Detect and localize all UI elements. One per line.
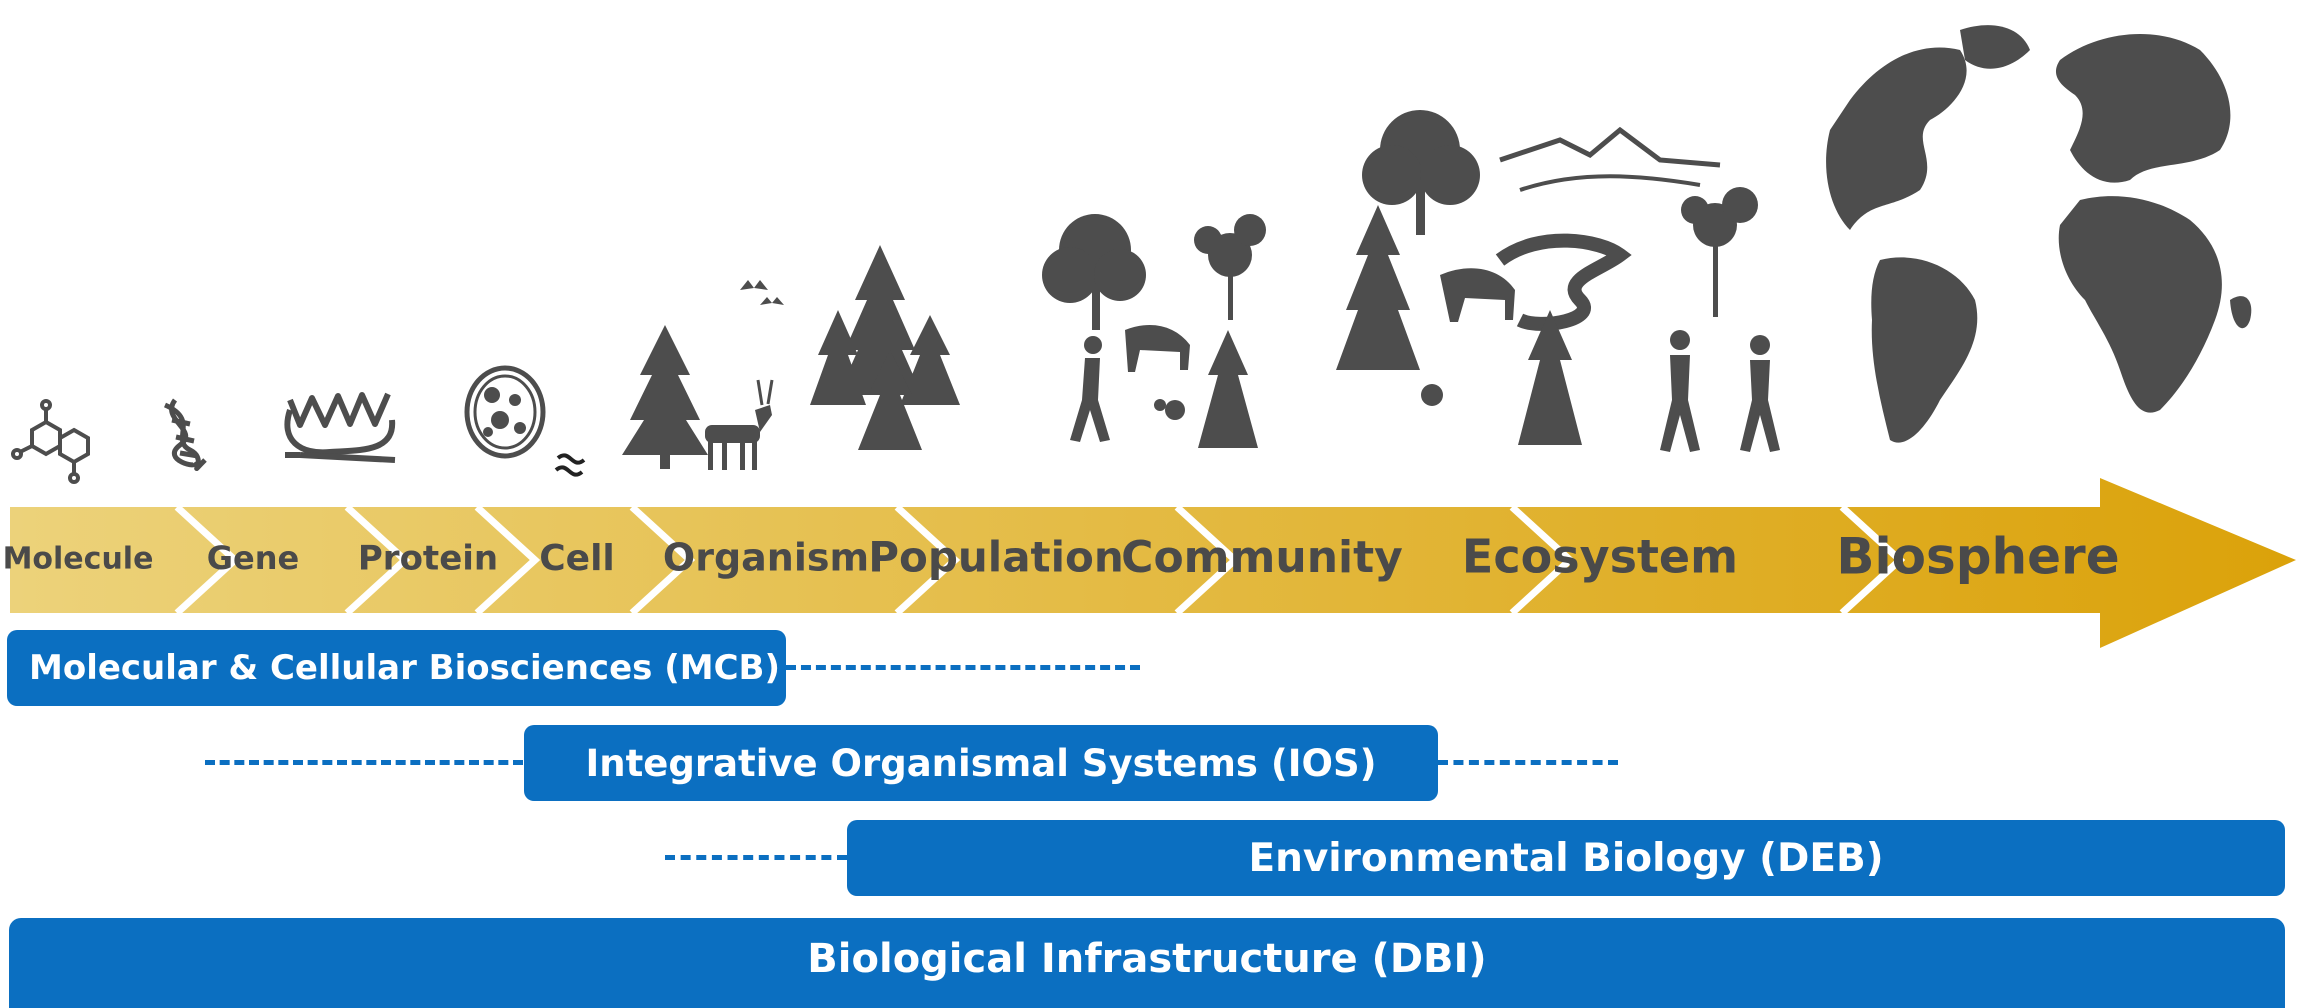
deb-left-dashes	[665, 855, 847, 860]
stage-label-population: Population	[868, 533, 1124, 582]
program-label-dbi: Biological Infrastructure (DBI)	[807, 936, 1487, 982]
chevron-divider	[344, 504, 411, 616]
mcb-extension-dashes	[786, 665, 1140, 670]
protein-icon	[284, 392, 396, 463]
stage-label-gene: Gene	[207, 539, 299, 577]
program-bar-deb: Environmental Biology (DEB)	[847, 820, 2285, 896]
stage-label-ecosystem: Ecosystem	[1462, 530, 1738, 584]
stage-label-molecule: Molecule	[3, 542, 154, 577]
stage-label-biosphere: Biosphere	[1836, 528, 2119, 586]
chevron-divider	[1839, 504, 1906, 616]
chevron-divider	[894, 504, 961, 616]
molecule-icon	[11, 399, 90, 484]
chevron-divider	[1509, 504, 1576, 616]
program-bar-ios: Integrative Organismal Systems (IOS)	[524, 725, 1438, 801]
cell-icon	[464, 365, 586, 477]
ios-right-dashes	[1438, 760, 1618, 765]
ecosystem-icon	[1336, 110, 1780, 452]
dna-icon	[163, 398, 207, 472]
chevron-divider	[174, 504, 241, 616]
stage-label-cell: Cell	[539, 538, 615, 579]
organism-icon	[622, 280, 784, 470]
chevron-divider	[629, 504, 696, 616]
program-bar-dbi: Biological Infrastructure (DBI)	[9, 918, 2285, 1008]
globe-icon	[1802, 12, 2258, 448]
stage-label-protein: Protein	[358, 539, 498, 579]
stage-label-organism: Organism	[663, 536, 869, 580]
ios-left-dashes	[205, 760, 523, 765]
stage-label-community: Community	[1121, 532, 1403, 583]
program-label-deb: Environmental Biology (DEB)	[1248, 835, 1884, 881]
program-bar-mcb: Molecular & Cellular Biosciences (MCB)	[7, 630, 786, 706]
community-icon	[1042, 214, 1266, 448]
chevron-divider	[1174, 504, 1241, 616]
chevron-divider	[474, 504, 541, 616]
program-label-mcb: Molecular & Cellular Biosciences (MCB)	[29, 648, 780, 688]
program-label-ios: Integrative Organismal Systems (IOS)	[585, 741, 1377, 785]
population-icon	[810, 245, 960, 450]
